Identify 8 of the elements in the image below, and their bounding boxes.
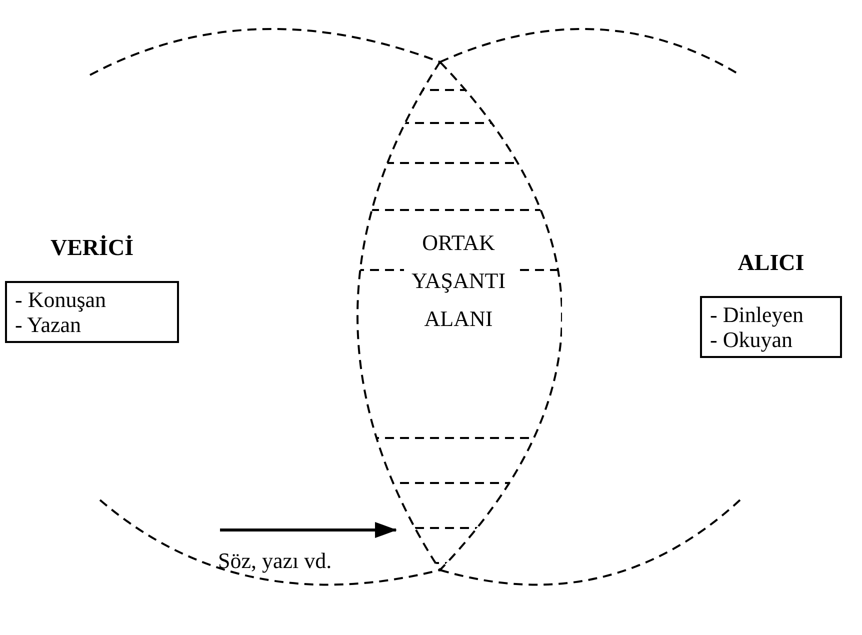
role-heading: ALICI [736,250,806,276]
list-item: - Yazan [15,312,82,337]
arrow-caption: Söz, yazı vd. [218,548,332,574]
overlap-area [355,60,562,572]
list-item: - Okuyan [710,327,794,352]
list-item: - Konuşan [15,287,108,312]
role-heading: VERİCİ [49,235,135,261]
list-item: - Dinleyen [710,302,804,327]
